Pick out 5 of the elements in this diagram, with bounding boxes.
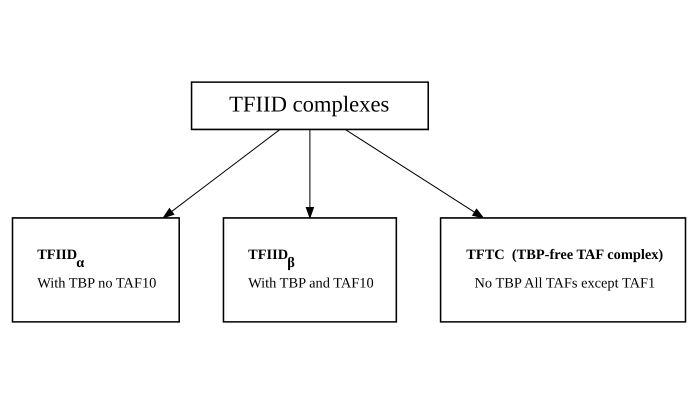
arrow xyxy=(306,129,314,219)
node-box: TFTC (TBP-free TAF complex) No TBP All TAFs except TAF1 xyxy=(440,216,686,322)
node-box: TFIID complexes xyxy=(190,80,429,130)
arrow xyxy=(345,128,485,218)
arrow xyxy=(162,128,280,218)
